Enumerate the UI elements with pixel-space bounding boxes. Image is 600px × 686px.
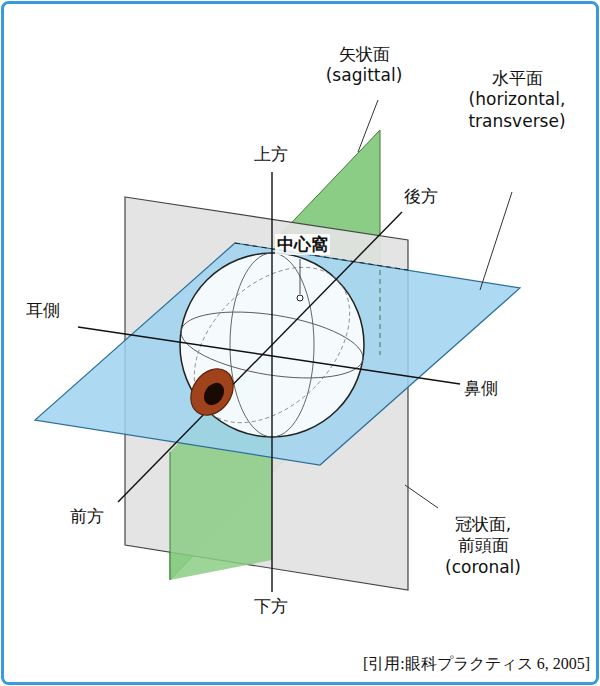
direction-label: 上方 <box>254 144 288 165</box>
part-label: 中心窩 <box>275 234 330 255</box>
leader-line <box>405 485 438 508</box>
citation-caption: [引用:眼科プラクティス 6, 2005] <box>363 654 590 675</box>
direction-label: 鼻側 <box>464 378 498 399</box>
leader-line <box>300 259 301 294</box>
direction-label: 前方 <box>70 506 104 527</box>
leader-line <box>480 192 512 290</box>
horizontal-plane <box>35 243 520 465</box>
vertical-axis <box>271 172 272 592</box>
plane-edge <box>170 452 171 580</box>
plane-label: 水平面 (horizontal, transverse) <box>452 68 582 132</box>
pupil <box>200 379 229 409</box>
plane-label: 矢状面 (sagittal) <box>318 44 410 87</box>
anteroposterior-axis <box>118 212 402 502</box>
fovea-dot <box>297 295 303 301</box>
direction-label: 耳側 <box>26 300 60 321</box>
iris <box>182 361 242 424</box>
hidden-edge <box>380 270 381 355</box>
frame-border <box>3 3 598 684</box>
horizontal-axis <box>78 327 460 384</box>
direction-label: 下方 <box>254 596 288 617</box>
leader-line <box>358 100 378 152</box>
direction-label: 後方 <box>404 186 438 207</box>
plane-label: 冠状面, 前頭面 (coronal) <box>442 514 524 578</box>
